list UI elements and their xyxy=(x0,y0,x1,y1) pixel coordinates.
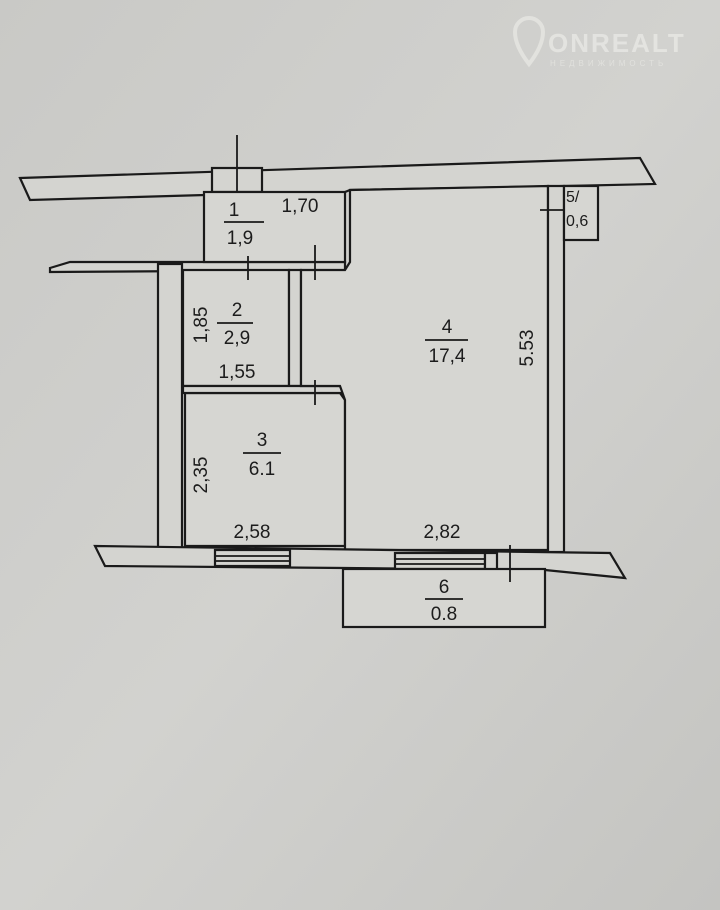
room-5-number: 5/ xyxy=(566,189,580,206)
room-4-number: 4 xyxy=(442,317,453,338)
window-left xyxy=(213,548,292,568)
left-wall xyxy=(156,262,184,552)
room-6-area: 0.8 xyxy=(431,604,457,625)
right-wall xyxy=(546,184,566,554)
room-2-width: 1,55 xyxy=(219,362,256,383)
room-4-width: 2,82 xyxy=(424,522,461,543)
room-5-area: 0,6 xyxy=(566,213,588,230)
room-4-height: 5.53 xyxy=(517,330,538,367)
room-1-dimension: 1,70 xyxy=(282,196,319,217)
watermark-logo: ONREALT НЕДВИЖИМОСТЬ xyxy=(512,16,686,68)
room-2-number: 2 xyxy=(232,300,243,321)
room-3-height: 2,35 xyxy=(191,457,212,494)
room-2-height: 1,85 xyxy=(191,307,212,344)
room-1-number: 1 xyxy=(229,200,240,221)
room-3-number: 3 xyxy=(257,430,268,451)
room-1-area: 1,9 xyxy=(227,228,253,249)
house-pin-icon xyxy=(512,16,546,68)
watermark-tagline: НЕДВИЖИМОСТЬ xyxy=(550,59,667,68)
room-3-width: 2,58 xyxy=(234,522,271,543)
room-2-area: 2,9 xyxy=(224,328,250,349)
watermark-brand: ONREALT xyxy=(548,28,686,58)
room-5 xyxy=(562,184,600,242)
window-right xyxy=(393,551,487,571)
room-4-area: 17,4 xyxy=(429,346,466,367)
partition-wall xyxy=(287,268,303,388)
room-1 xyxy=(202,190,347,264)
balcony-door xyxy=(483,551,499,572)
room-3-area: 6.1 xyxy=(249,459,275,480)
room-6-number: 6 xyxy=(439,577,450,598)
balcony-room-6 xyxy=(341,567,547,629)
